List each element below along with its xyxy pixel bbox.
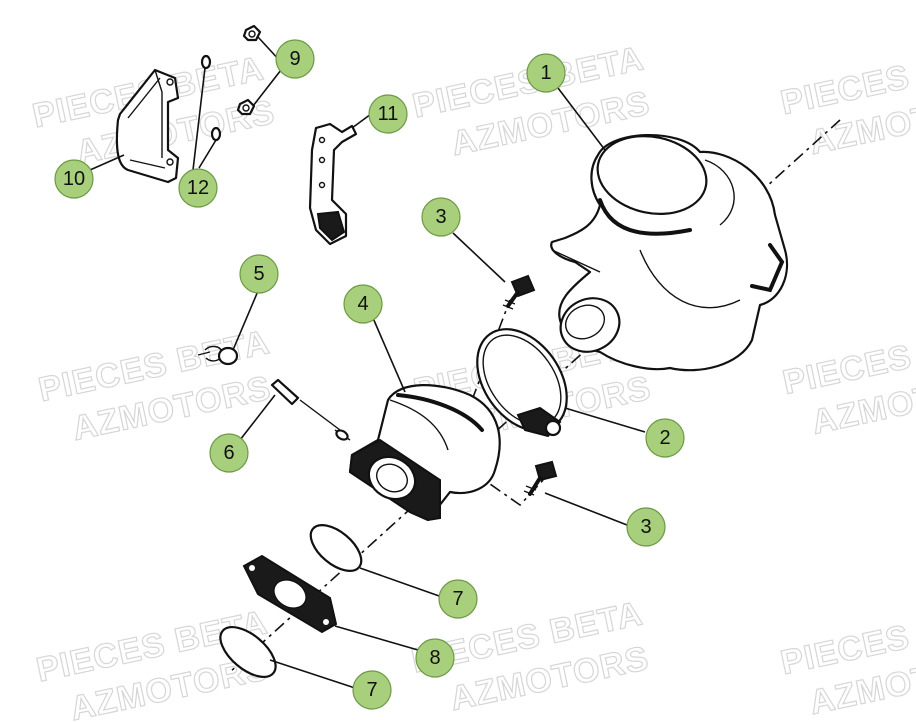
part-spring-clip — [197, 345, 239, 366]
part-screw-lower — [523, 460, 558, 496]
part-intake-manifold — [334, 384, 501, 522]
callout-8: 8 — [415, 638, 455, 678]
callout-2: 2 — [645, 418, 685, 458]
part-carburetor-body — [550, 134, 789, 372]
part-mounting-bracket — [308, 122, 358, 246]
callout-number: 7 — [452, 588, 463, 610]
part-pin — [270, 378, 341, 431]
callout-number: 12 — [187, 177, 209, 199]
callout-12: 12 — [178, 168, 218, 208]
part-cover-bracket — [115, 68, 180, 184]
callout-number: 8 — [429, 647, 440, 669]
callout-6: 6 — [209, 433, 249, 473]
callout-5: 5 — [239, 254, 279, 294]
part-small-bolt-lower — [236, 98, 256, 116]
callout-11: 11 — [368, 94, 408, 134]
callout-4: 4 — [343, 284, 383, 324]
callout-number: 9 — [289, 48, 300, 70]
leader-lines — [89, 36, 646, 689]
callout-number: 6 — [223, 442, 234, 464]
callout-number: 3 — [435, 206, 446, 228]
callout-3-upper: 3 — [421, 197, 461, 237]
callout-number: 4 — [357, 293, 368, 315]
callout-7-lower: 7 — [352, 670, 392, 710]
callout-3-lower: 3 — [626, 507, 666, 547]
callout-number: 10 — [63, 168, 85, 190]
callout-number: 1 — [540, 62, 551, 84]
callout-number: 2 — [659, 427, 670, 449]
callout-7-upper: 7 — [438, 579, 478, 619]
part-hose-clamp — [476, 328, 568, 438]
callout-1: 1 — [526, 53, 566, 93]
part-small-bolt-upper — [242, 24, 262, 42]
part-washer-upper — [200, 54, 212, 70]
part-screw-upper — [502, 274, 536, 310]
callout-number: 11 — [378, 103, 399, 125]
part-o-ring-upper — [309, 524, 363, 572]
callout-number: 5 — [253, 263, 264, 285]
part-o-ring-lower — [219, 626, 277, 678]
callout-number: 3 — [640, 516, 651, 538]
callout-9: 9 — [275, 39, 315, 79]
callout-10: 10 — [54, 159, 94, 199]
part-washer-lower — [210, 126, 222, 142]
callout-number: 7 — [366, 679, 377, 701]
part-gasket-plate — [242, 554, 338, 634]
